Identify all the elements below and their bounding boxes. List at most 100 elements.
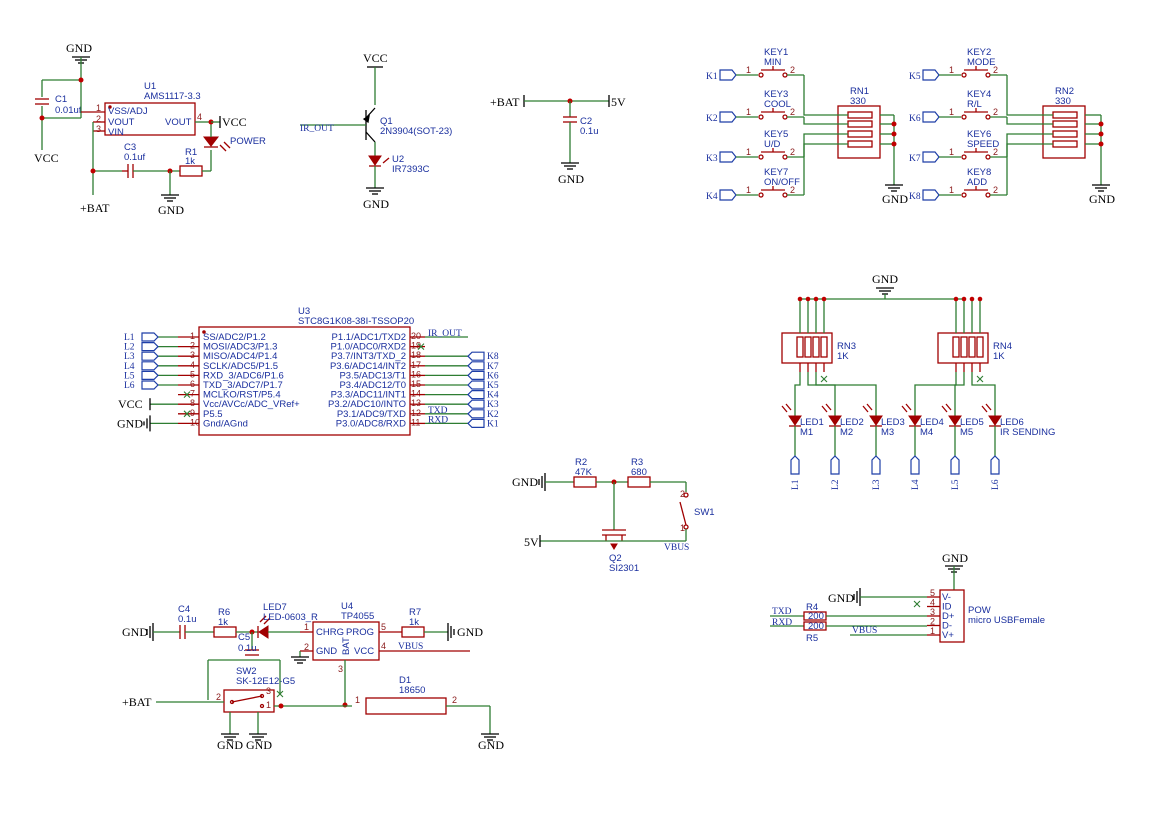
mcu-net-label: IR_OUT: [428, 329, 462, 339]
u1-pin-vout2: VOUT: [165, 117, 192, 128]
mcu-block: U3 STC8G1K08-38I-TSSOP20 SS/ADC2/P1.21L1…: [117, 306, 499, 436]
mcu-net-label: L4: [124, 362, 135, 372]
net-port: [467, 409, 485, 419]
c4-ref: C4: [178, 604, 190, 615]
mcu-pin-num: 15: [411, 379, 421, 389]
r5-ref: R5: [806, 633, 818, 644]
mcu-pin-name: P3.2/ADC10/INTO: [328, 399, 406, 410]
mcu-pin-name: RXD_3/ADC6/P1.6: [203, 370, 284, 381]
led-symbol: [869, 415, 883, 426]
net-port: [467, 361, 485, 371]
net-port: [910, 455, 920, 475]
5v-label: 5V: [611, 95, 626, 109]
led-net: L3: [872, 479, 882, 490]
net-port: [141, 380, 159, 390]
u4-body: [312, 621, 380, 661]
net-port: [141, 332, 159, 342]
u3-ref: U3: [298, 306, 310, 317]
gnd-label: GND: [558, 172, 584, 186]
mcu-pin-num: 1: [190, 331, 195, 341]
led-net: L5: [951, 479, 961, 490]
q2-value: SI2301: [609, 563, 639, 574]
led-mode: M2: [840, 427, 853, 438]
u4-pin-bat: BAT: [341, 637, 352, 655]
keypad-group-1: RN1 330 GND: [837, 86, 908, 206]
net-port: [467, 418, 485, 428]
gnd-label: GND: [457, 625, 483, 639]
usb-pin-num: 3: [930, 607, 935, 617]
c2-value: 0.1u: [580, 126, 599, 137]
key-ref: KEY2: [967, 47, 991, 58]
key-ref: KEY8: [967, 167, 991, 178]
mcu-net-label: RXD: [428, 415, 448, 425]
mcu-net-label: L2: [124, 343, 135, 353]
net-port: [467, 380, 485, 390]
gnd-label: GND: [872, 272, 898, 286]
c4-value: 0.1u: [178, 614, 197, 625]
q1-ref: Q1: [380, 116, 393, 127]
usb-pin-name: D-: [942, 621, 952, 632]
net-port: [871, 455, 881, 475]
mcu-pin-name: Vcc/AVCc/ADC_VRef+: [203, 399, 300, 410]
pin-num: 1: [949, 185, 954, 195]
charger-block: GND C4 0.1u R6 1k LED7 LED-0603_R C5 0.1…: [122, 601, 504, 752]
pin-num: 1: [949, 147, 954, 157]
ir-out-net: IR_OUT: [300, 124, 334, 134]
r5-value: 200: [808, 621, 824, 632]
u1-body: [104, 102, 196, 136]
pin-num: 2: [790, 65, 795, 75]
mcu-pin-name: P1.1/ADC1/TXD2: [332, 332, 406, 343]
usb-value: micro USBFemale: [968, 615, 1045, 626]
mcu-pin-name: MOSI/ADC3/P1.3: [203, 342, 277, 353]
r4-value: 200: [808, 611, 824, 622]
net-port: [830, 455, 840, 475]
svg-text:3: 3: [96, 124, 101, 134]
mcu-pin-name: Gnd/AGnd: [203, 418, 248, 429]
c5-ref: C5: [238, 632, 250, 643]
ir-driver-block: VCC IR_OUT Q1 2N3904(SOT-23) U2 IR7393C …: [300, 51, 452, 211]
svg-text:2: 2: [216, 692, 221, 702]
q1-value: 2N3904(SOT-23): [380, 126, 452, 137]
r3-ref: R3: [631, 457, 643, 468]
u1-value: AMS1117-3.3: [144, 91, 201, 102]
pin-num: 2: [993, 107, 998, 117]
r6-ref: R6: [218, 607, 230, 618]
net-port: [467, 370, 485, 380]
gnd-label: GND: [158, 203, 184, 217]
key-ref: KEY6: [967, 129, 991, 140]
u4-ref: U4: [341, 601, 353, 612]
txd-net: TXD: [772, 607, 792, 617]
sw1-ref: SW1: [694, 507, 715, 518]
u4-pin-chrg: CHRG: [316, 627, 344, 638]
key-name: COOL: [764, 99, 791, 110]
mcu-net-label: L1: [124, 333, 135, 343]
net-port: [790, 455, 800, 475]
svg-text:1: 1: [96, 103, 101, 113]
mcu-pin-num: 17: [411, 360, 421, 370]
gnd-label: GND: [1089, 192, 1115, 206]
q2-ref: Q2: [609, 553, 622, 564]
pin-num: 1: [746, 107, 751, 117]
key-net: K6: [909, 114, 921, 124]
u4-pin-prog: PROG: [346, 627, 374, 638]
svg-text:4: 4: [381, 641, 386, 651]
rxd-net: RXD: [772, 618, 792, 628]
rn2-ref: RN2: [1055, 86, 1074, 97]
mcu-pin-num: 9: [190, 408, 195, 418]
key-net: K5: [909, 72, 921, 82]
net-port: [467, 390, 485, 400]
d1-ref: D1: [399, 675, 411, 686]
usb-pin-num: 2: [930, 617, 935, 627]
mcu-pin-name: P3.5/ADC13/T1: [339, 370, 406, 381]
rn1-ref: RN1: [850, 86, 869, 97]
mcu-pin-num: 5: [190, 369, 195, 379]
net-port: [922, 69, 940, 81]
mcu-pin-name: P3.4/ADC12/T0: [339, 380, 406, 391]
mcu-net-label: TXD: [428, 406, 448, 416]
led-ref: LED3: [881, 417, 905, 428]
r1-ref: R1: [185, 147, 197, 158]
led-bank: GND RN3 1K RN4 1K LED1M1L1LED2M2L2LED3M3…: [781, 272, 1055, 490]
usb-ref: POW: [968, 605, 991, 616]
